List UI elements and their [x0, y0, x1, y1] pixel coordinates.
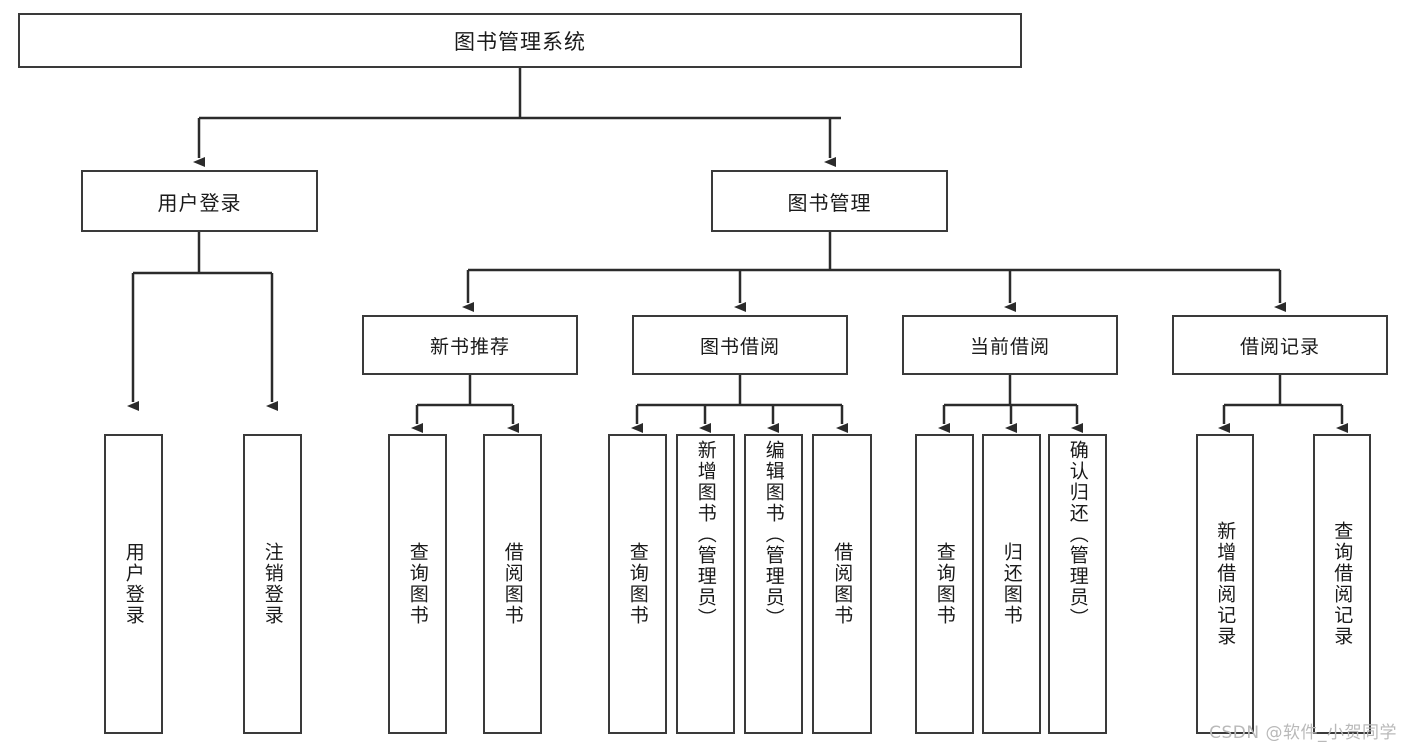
leaf-query-book-1-inner: 查询图书 — [390, 436, 445, 732]
node-borrow-record[interactable]: 借阅记录 — [1172, 315, 1388, 375]
leaf-query-book-2-label: 查询图书 — [626, 542, 649, 626]
leaf-query-book-3-label: 查询图书 — [933, 542, 956, 626]
leaf-user-logout-label: 注销登录 — [261, 542, 284, 626]
node-borrow-record-label: 借阅记录 — [1239, 335, 1320, 358]
leaf-query-book-3[interactable]: 查询图书 — [915, 434, 974, 734]
leaf-query-book-3-inner: 查询图书 — [917, 436, 972, 732]
node-root[interactable]: 图书管理系统 — [18, 13, 1022, 68]
leaf-borrow-book-1[interactable]: 借阅图书 — [483, 434, 542, 734]
leaf-add-book-label: 新增图书（管理员） — [694, 440, 717, 629]
node-user-login-label: 用户登录 — [157, 190, 242, 215]
leaf-query-record-label: 查询借阅记录 — [1331, 521, 1354, 647]
leaf-query-book-2-inner: 查询图书 — [610, 436, 665, 732]
leaf-edit-book[interactable]: 编辑图书（管理员） — [744, 434, 803, 734]
leaf-borrow-book-1-label: 借阅图书 — [501, 542, 524, 626]
leaf-query-record-inner: 查询借阅记录 — [1315, 436, 1369, 732]
leaf-user-login-label: 用户登录 — [122, 542, 145, 626]
node-root-label: 图书管理系统 — [454, 29, 586, 54]
node-book-borrow-label: 图书借阅 — [699, 335, 780, 358]
leaf-add-book[interactable]: 新增图书（管理员） — [676, 434, 735, 734]
leaf-user-login-inner: 用户登录 — [106, 436, 161, 732]
leaf-borrow-book-1-inner: 借阅图书 — [485, 436, 540, 732]
leaf-query-record[interactable]: 查询借阅记录 — [1313, 434, 1371, 734]
leaf-confirm-return[interactable]: 确认归还（管理员） — [1048, 434, 1107, 734]
node-current-borrow-label: 当前借阅 — [969, 335, 1050, 358]
leaf-confirm-return-label: 确认归还（管理员） — [1066, 440, 1089, 629]
node-book-manage-label: 图书管理 — [787, 190, 872, 215]
leaf-user-login[interactable]: 用户登录 — [104, 434, 163, 734]
node-new-book-rec-label: 新书推荐 — [429, 335, 510, 358]
leaf-add-book-inner: 新增图书（管理员） — [678, 436, 733, 736]
node-book-borrow[interactable]: 图书借阅 — [632, 315, 848, 375]
leaf-query-book-1[interactable]: 查询图书 — [388, 434, 447, 734]
leaf-borrow-book-2[interactable]: 借阅图书 — [812, 434, 872, 734]
node-user-login[interactable]: 用户登录 — [81, 170, 318, 232]
node-book-manage[interactable]: 图书管理 — [711, 170, 948, 232]
leaf-return-book[interactable]: 归还图书 — [982, 434, 1041, 734]
leaf-user-logout[interactable]: 注销登录 — [243, 434, 302, 734]
leaf-borrow-book-2-inner: 借阅图书 — [814, 436, 870, 732]
leaf-query-book-2[interactable]: 查询图书 — [608, 434, 667, 734]
leaf-return-book-inner: 归还图书 — [984, 436, 1039, 732]
leaf-add-record[interactable]: 新增借阅记录 — [1196, 434, 1254, 734]
csdn-watermark: CSDN @软件_小贺同学 — [1209, 723, 1397, 743]
leaf-return-book-label: 归还图书 — [1000, 542, 1023, 626]
leaf-confirm-return-inner: 确认归还（管理员） — [1050, 436, 1105, 736]
node-new-book-rec[interactable]: 新书推荐 — [362, 315, 578, 375]
leaf-add-record-label: 新增借阅记录 — [1214, 521, 1237, 647]
node-current-borrow[interactable]: 当前借阅 — [902, 315, 1118, 375]
leaf-borrow-book-2-label: 借阅图书 — [831, 542, 854, 626]
leaf-edit-book-inner: 编辑图书（管理员） — [746, 436, 801, 736]
leaf-add-record-inner: 新增借阅记录 — [1198, 436, 1252, 732]
leaf-edit-book-label: 编辑图书（管理员） — [762, 440, 785, 629]
leaf-query-book-1-label: 查询图书 — [406, 542, 429, 626]
leaf-user-logout-inner: 注销登录 — [245, 436, 300, 732]
